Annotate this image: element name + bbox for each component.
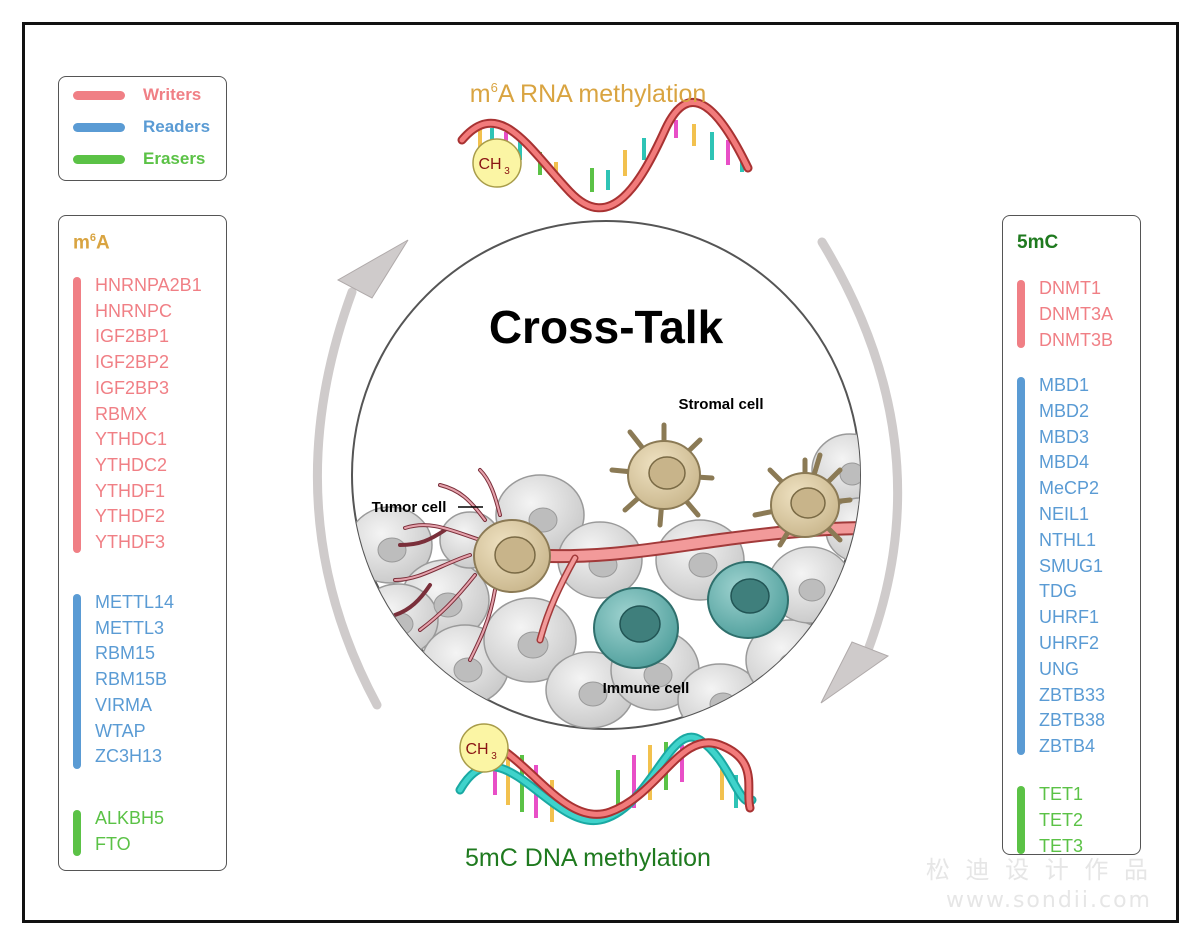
dna-helix <box>455 732 757 826</box>
gene-item: IGF2BP1 <box>95 326 170 347</box>
immune-cell-label: Immune cell <box>603 680 690 697</box>
writers-bar <box>1017 280 1025 348</box>
legend-readers: Readers <box>73 115 210 139</box>
tumor-cell <box>473 519 551 593</box>
gene-item: ZBTB33 <box>1039 684 1106 705</box>
stromal-cell-top <box>609 422 715 528</box>
gene-item: MBD4 <box>1039 452 1090 473</box>
gene-item: FTO <box>95 833 131 854</box>
gene-item: MeCP2 <box>1039 478 1100 499</box>
gene-item: YTHDF3 <box>95 532 166 553</box>
gene-item: YTHDF1 <box>95 480 166 501</box>
gene-item: DNMT1 <box>1039 278 1101 298</box>
gene-item: RBM15 <box>95 643 156 664</box>
gene-item: MBD2 <box>1039 400 1090 421</box>
gene-item: RBMX <box>95 403 148 424</box>
gene-item: MBD1 <box>1039 375 1090 395</box>
gene-item: SMUG1 <box>1039 555 1104 576</box>
gene-item: NEIL1 <box>1039 503 1090 524</box>
dna-methylation-title: 5mC DNA methylation <box>465 844 711 872</box>
gene-item: YTHDF2 <box>95 506 166 527</box>
ch3-badge-bottom: CH 3 <box>459 723 509 773</box>
gene-item: NTHL1 <box>1039 529 1097 550</box>
gene-item: UNG <box>1039 658 1079 679</box>
legend-swatch-writers <box>73 90 125 100</box>
immune-cell-2 <box>707 561 789 639</box>
5mc-panel-title: 5mC <box>1017 232 1059 253</box>
gene-item: DNMT3A <box>1039 303 1114 324</box>
stromal-cell-label: Stromal cell <box>678 396 763 413</box>
svg-text:3: 3 <box>491 751 497 762</box>
m6a-panel-title: m6A <box>73 232 110 254</box>
crosstalk-title: Cross-Talk <box>489 301 724 353</box>
gene-item: ZC3H13 <box>95 746 163 767</box>
gene-item: HNRNPC <box>95 300 173 321</box>
gene-item: VIRMA <box>95 694 153 715</box>
svg-text:CH: CH <box>465 741 488 758</box>
legend-swatch-readers <box>73 122 125 132</box>
watermark-line-2: www.sondii.com <box>946 888 1152 913</box>
erasers-bar <box>73 810 81 856</box>
legend-swatch-erasers <box>73 154 125 164</box>
watermark-line-1: 松 迪 设 计 作 品 <box>925 856 1152 884</box>
gene-item: UHRF1 <box>1039 607 1100 628</box>
tissue-illustration <box>352 433 860 729</box>
gene-item: ZBTB38 <box>1039 710 1106 731</box>
legend-label-writers: Writers <box>143 85 202 104</box>
gene-item: YTHDC2 <box>95 454 168 475</box>
stromal-cell-right <box>752 452 853 548</box>
tumor-cell-label: Tumor cell <box>372 499 447 516</box>
gene-item: ZBTB4 <box>1039 736 1096 757</box>
legend-erasers: Erasers <box>73 147 205 171</box>
gene-item: MBD3 <box>1039 426 1090 447</box>
gene-item: HNRNPA2B1 <box>95 275 202 295</box>
legend-label-readers: Readers <box>143 117 211 136</box>
erasers-bar <box>1017 786 1025 854</box>
gene-item: METTL14 <box>95 592 175 612</box>
svg-text:3: 3 <box>504 166 510 177</box>
gene-item: TET1 <box>1039 784 1084 804</box>
gene-item: TET3 <box>1039 835 1084 856</box>
gene-item: TDG <box>1039 581 1077 602</box>
gene-item: WTAP <box>95 720 146 741</box>
readers-bar <box>73 594 81 769</box>
legend-writers: Writers <box>73 83 201 107</box>
gene-item: IGF2BP2 <box>95 352 170 373</box>
cycle-arrow-left <box>312 239 409 710</box>
gene-item: DNMT3B <box>1039 329 1114 350</box>
readers-bar <box>1017 377 1025 755</box>
gene-item: ALKBH5 <box>95 808 165 828</box>
gene-item: YTHDC1 <box>95 429 168 450</box>
gene-item: METTL3 <box>95 617 165 638</box>
cycle-arrow-right <box>817 237 903 704</box>
gene-item: UHRF2 <box>1039 632 1100 653</box>
gene-item: IGF2BP3 <box>95 377 170 398</box>
rna-methylation-title: m6A RNA methylation <box>470 80 707 108</box>
gene-item: RBM15B <box>95 669 168 690</box>
immune-cell-1 <box>593 587 679 669</box>
ch3-badge-top: CH 3 <box>472 138 522 188</box>
legend-label-erasers: Erasers <box>143 149 206 168</box>
writers-bar <box>73 277 81 553</box>
svg-text:CH: CH <box>478 156 501 173</box>
gene-item: TET2 <box>1039 809 1084 830</box>
legend-box: Writers Readers Erasers <box>58 76 227 181</box>
